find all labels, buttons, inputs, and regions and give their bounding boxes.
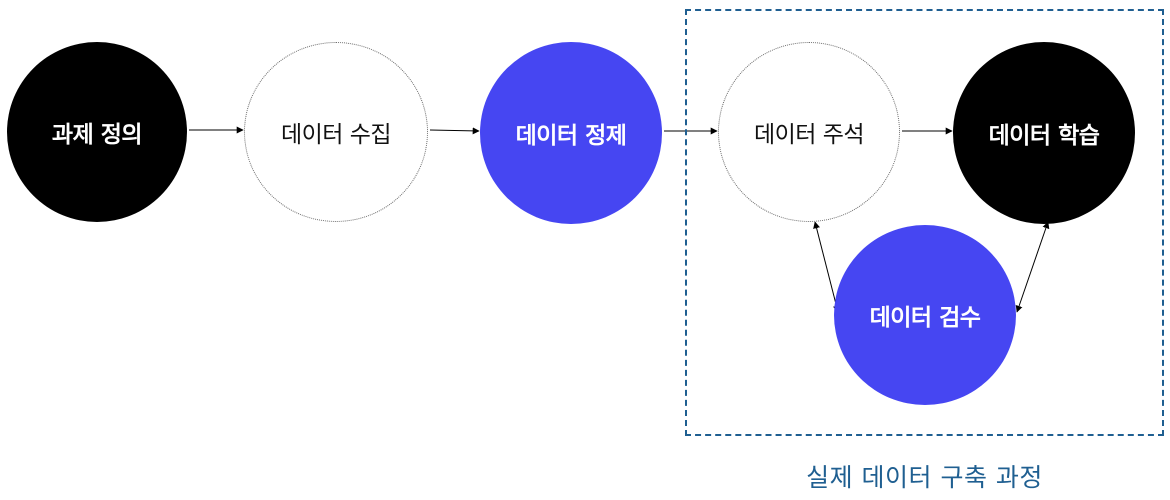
- actual-build-process-region: [685, 9, 1164, 436]
- node-data-annotation: 데이터 주석: [718, 42, 900, 222]
- node-data-annotation-label: 데이터 주석: [753, 122, 865, 148]
- node-data-cleaning-label: 데이터 정제: [515, 123, 627, 149]
- region-caption: 실제 데이터 구축 과정: [806, 463, 1043, 492]
- node-task-definition-label: 과제 정의: [51, 122, 143, 148]
- node-data-cleaning: 데이터 정제: [480, 42, 662, 224]
- node-data-collection: 데이터 수집: [244, 42, 428, 222]
- node-data-training: 데이터 학습: [953, 42, 1135, 224]
- node-data-training-label: 데이터 학습: [988, 123, 1100, 149]
- node-data-review: 데이터 검수: [834, 225, 1016, 405]
- node-data-review-label: 데이터 검수: [869, 305, 981, 331]
- arrow-annotate-review: [813, 221, 840, 313]
- arrow-collect-to-clean: [429, 127, 480, 135]
- arrow-train-review: [1015, 221, 1050, 313]
- node-task-definition: 과제 정의: [7, 42, 187, 222]
- node-data-collection-label: 데이터 수집: [280, 122, 392, 148]
